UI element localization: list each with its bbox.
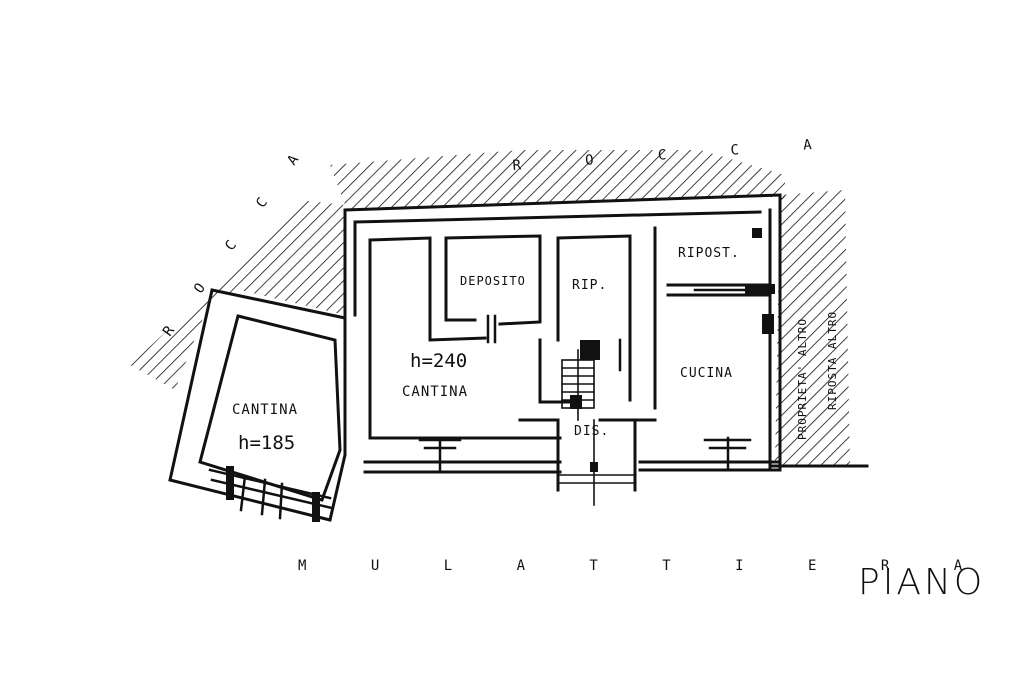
outer-walls — [343, 193, 869, 474]
interior-walls — [368, 226, 772, 492]
room-cantina-main-height: h=240 — [410, 350, 468, 372]
path-label: M U L A T T I E R A — [298, 558, 991, 574]
room-ripost: RIPOST. — [678, 246, 740, 261]
plan-title: PIANO — [858, 562, 986, 603]
room-rip: RIP. — [572, 278, 608, 293]
room-cantina-left: CANTINA — [232, 402, 299, 418]
door-jambs — [226, 228, 775, 522]
room-dis: DIS. — [574, 424, 610, 439]
room-cantina-main: CANTINA — [402, 384, 469, 400]
neighbour-label-2: RIPOSTA ALTRO — [826, 310, 839, 410]
rock-hatching — [130, 150, 850, 465]
room-cantina-left-height: h=185 — [238, 432, 296, 454]
room-deposito: DEPOSITO — [460, 274, 526, 288]
left-cantina-walls — [168, 288, 347, 522]
neighbour-label: PROPRIETA' ALTRO — [796, 318, 809, 440]
room-cucina: CUCINA — [680, 366, 733, 381]
